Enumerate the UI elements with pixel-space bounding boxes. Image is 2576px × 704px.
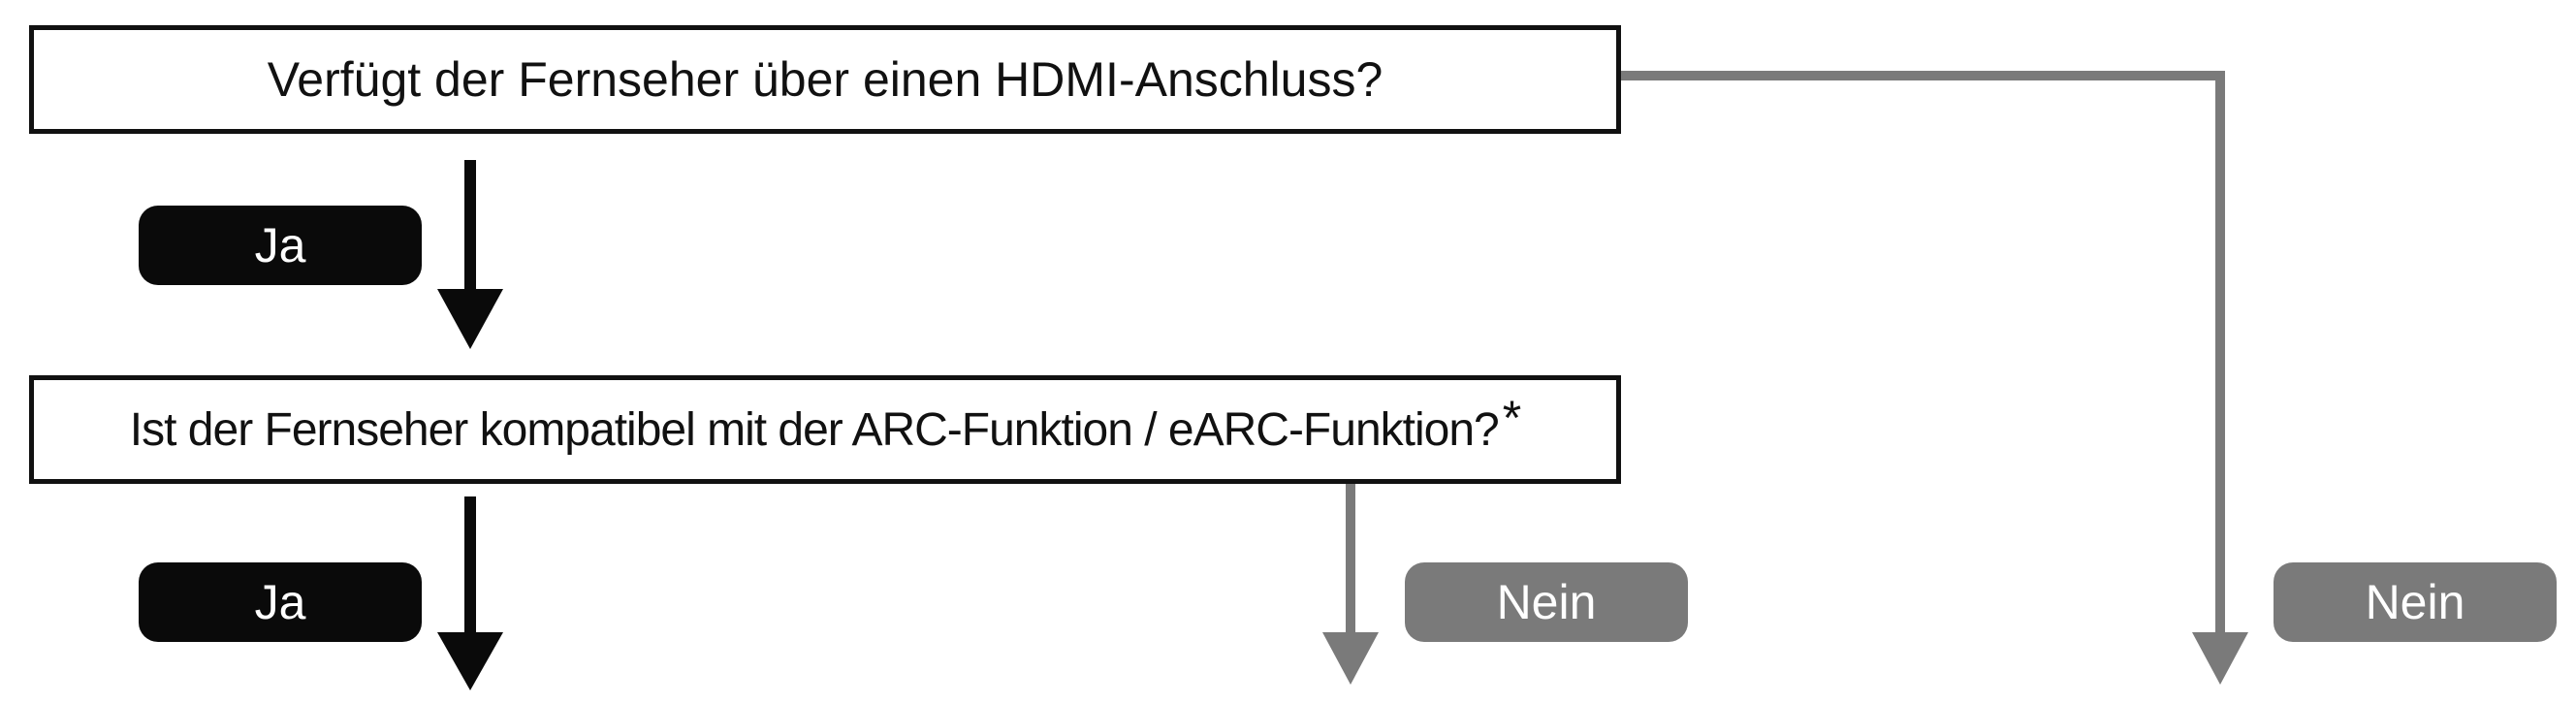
footnote-asterisk: * <box>1502 391 1521 445</box>
question-box-hdmi: Verfügt der Fernseher über einen HDMI-An… <box>29 25 1621 134</box>
arrow-q1-yes <box>437 160 503 349</box>
answer-no-arc: Nein <box>1405 562 1688 642</box>
answer-no-arc-label: Nein <box>1496 575 1597 629</box>
answer-yes-hdmi: Ja <box>139 206 422 285</box>
arrow-q2-no <box>1322 484 1379 685</box>
answer-yes-arc-label: Ja <box>254 575 306 629</box>
answer-yes-hdmi-label: Ja <box>254 218 306 272</box>
question-text-arc: Ist der Fernseher kompatibel mit der ARC… <box>129 403 1500 456</box>
answer-no-hdmi-label: Nein <box>2365 575 2465 629</box>
answer-yes-arc: Ja <box>139 562 422 642</box>
question-text-hdmi: Verfügt der Fernseher über einen HDMI-An… <box>267 52 1383 107</box>
arrow-q2-yes <box>437 496 503 690</box>
answer-no-hdmi: Nein <box>2274 562 2557 642</box>
arrow-q1-no <box>1621 71 2248 685</box>
question-box-arc: Ist der Fernseher kompatibel mit der ARC… <box>29 375 1621 484</box>
